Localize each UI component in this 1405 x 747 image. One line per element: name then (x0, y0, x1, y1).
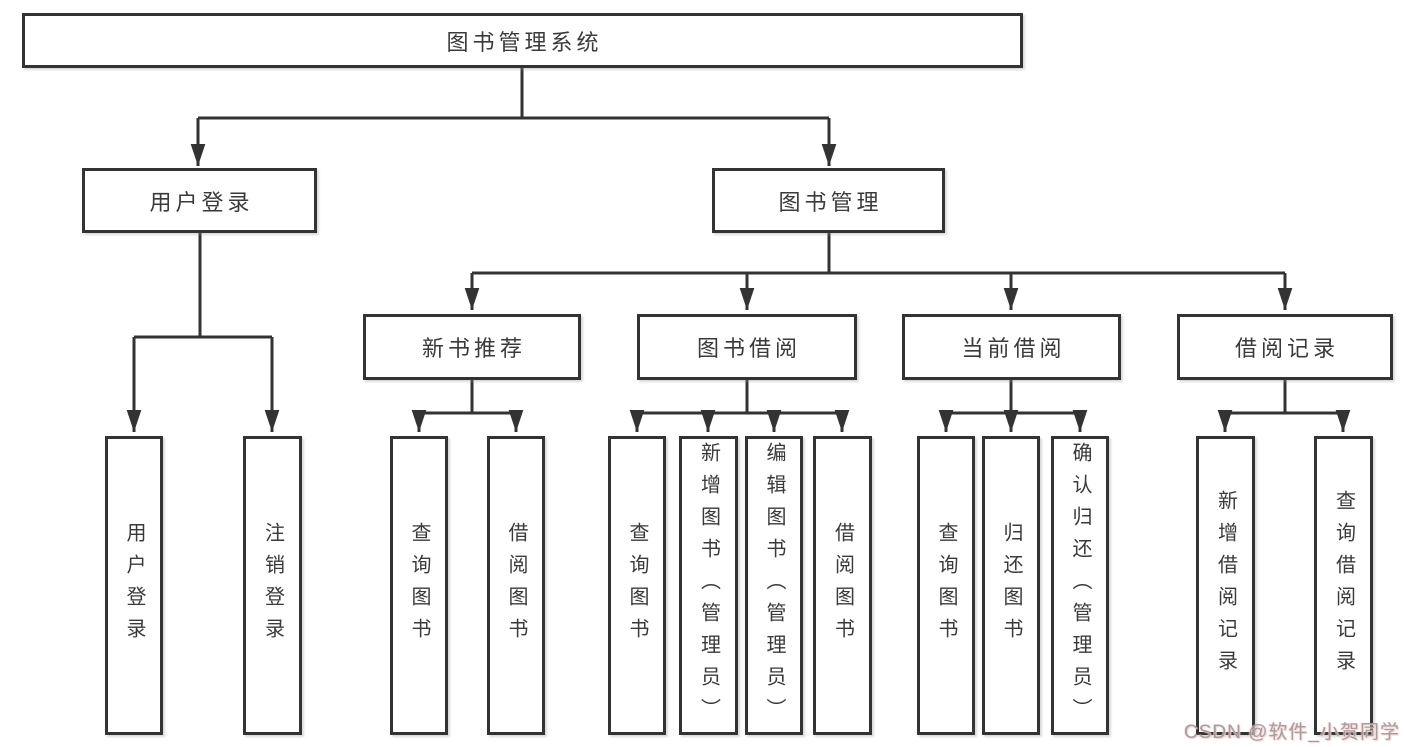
node-label: 借阅记录 (1234, 336, 1339, 361)
node-label: 查询图书 (408, 521, 430, 650)
leaf-query-books-current: 查询图书 (917, 436, 975, 735)
leaf-confirm-return-admin: 确认归还（管理员） (1051, 436, 1109, 735)
node-label: 当前借阅 (961, 336, 1066, 361)
node-label: 图书借阅 (696, 336, 801, 361)
leaf-add-books-admin: 新增图书（管理员） (679, 436, 738, 735)
csdn-watermark: CSDN @软件_小贺同学 (1184, 722, 1400, 743)
node-library-management-system: 图书管理系统 (22, 13, 1023, 68)
node-label: 查询图书 (935, 521, 957, 650)
node-current-borrowing: 当前借阅 (902, 314, 1121, 380)
node-label: 借阅图书 (831, 521, 854, 650)
connectors-user-login-to-leaves (126, 233, 280, 432)
leaf-borrow-books-recommend: 借阅图书 (487, 436, 545, 735)
node-label: 新增借阅记录 (1214, 489, 1237, 682)
connectors-book-borrow-to-leaves (629, 380, 850, 432)
node-label: 图书管理系统 (446, 29, 603, 55)
connectors-borrow-records-to-leaves (1217, 380, 1351, 432)
node-user-login: 用户登录 (82, 168, 317, 233)
node-borrowing-records: 借阅记录 (1177, 314, 1393, 380)
node-label: 查询图书 (626, 521, 648, 650)
node-label: 借阅图书 (505, 521, 527, 650)
node-label: 确认归还（管理员） (1069, 441, 1091, 730)
node-label: 图书管理 (778, 189, 883, 215)
node-label: 归还图书 (1000, 521, 1022, 650)
leaf-query-borrow-record: 查询借阅记录 (1314, 436, 1373, 735)
leaf-query-books-borrow: 查询图书 (608, 436, 666, 735)
node-label: 用户登录 (149, 189, 254, 215)
node-label: 编辑图书（管理员） (763, 441, 785, 730)
node-label: 新增图书（管理员） (697, 441, 720, 730)
connectors-new-book-to-leaves (411, 380, 524, 432)
leaf-logout: 注销登录 (243, 436, 302, 735)
node-new-book-recommendation: 新书推荐 (363, 314, 581, 380)
leaf-return-books: 归还图书 (982, 436, 1040, 735)
leaf-query-books-recommend: 查询图书 (390, 436, 448, 735)
leaf-edit-books-admin: 编辑图书（管理员） (745, 436, 803, 735)
node-label: 查询借阅记录 (1332, 489, 1355, 682)
leaf-user-login: 用户登录 (105, 436, 163, 735)
node-label: 新书推荐 (421, 336, 526, 361)
connectors-root-to-level2 (190, 68, 837, 166)
node-label: 用户登录 (123, 521, 145, 650)
node-book-borrowing: 图书借阅 (637, 314, 857, 380)
leaf-add-borrow-record: 新增借阅记录 (1196, 436, 1255, 735)
leaf-borrow-books: 借阅图书 (813, 436, 872, 735)
connectors-current-borrow-to-leaves (938, 380, 1088, 432)
node-book-management: 图书管理 (712, 168, 945, 233)
node-label: 注销登录 (261, 521, 284, 650)
connectors-book-management-to-level3 (464, 233, 1293, 310)
